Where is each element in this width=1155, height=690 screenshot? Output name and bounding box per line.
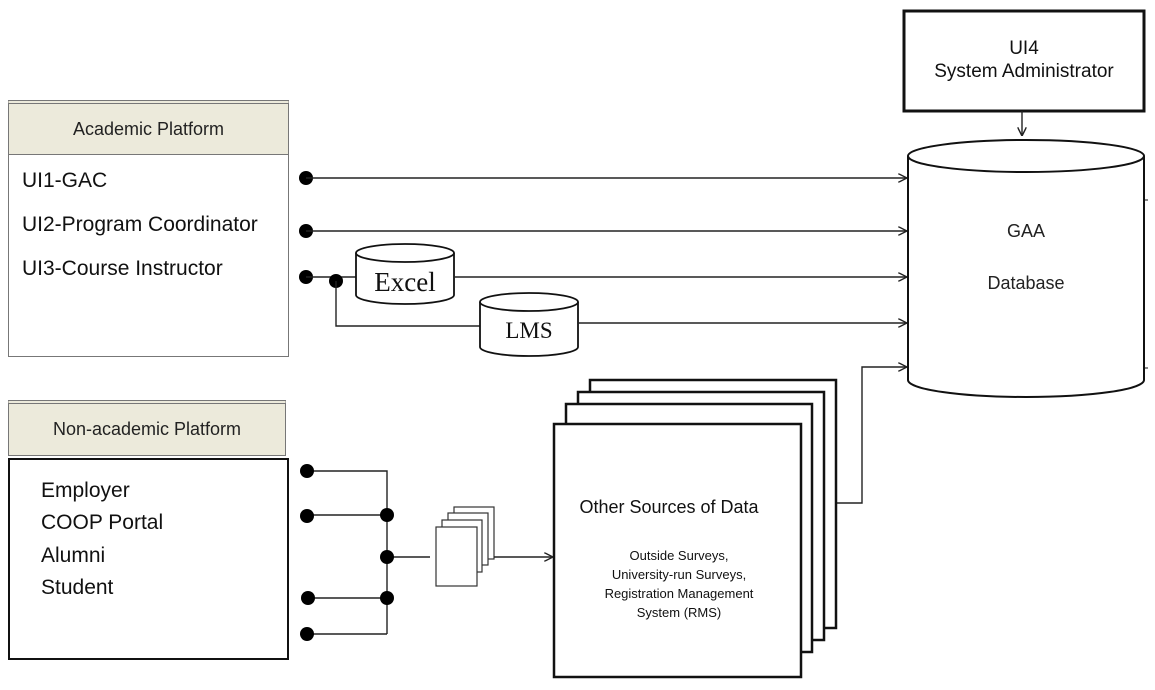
- admin-role-label: System Administrator: [934, 61, 1114, 82]
- other-source-item: System (RMS): [636, 605, 722, 620]
- alumni-label: Alumni: [41, 544, 106, 567]
- coop-junction-dot: [380, 508, 394, 522]
- admin-box: [902, 9, 1146, 113]
- bus-junction-dot: [380, 550, 394, 564]
- ui3-course-instructor-label: UI3-Course Instructor: [22, 257, 223, 280]
- other-sources-title: Other Sources of Data: [579, 497, 759, 517]
- database-cylinder: [907, 139, 1148, 398]
- academic-platform-body: [8, 155, 289, 357]
- other-sources-stack: [552, 378, 838, 679]
- coop-portal-label: COOP Portal: [41, 511, 164, 534]
- other-source-item: Registration Management: [604, 586, 754, 601]
- student-connector-dot: [300, 627, 314, 641]
- alumni-connector-dot: [301, 591, 315, 605]
- other-to-db-arrow: [836, 367, 907, 504]
- student-label: Student: [41, 576, 114, 599]
- non-academic-platform-header: Non-academic Platform: [8, 400, 286, 456]
- admin-ui4-label: UI4: [1009, 38, 1039, 59]
- non-academic-platform-body: [8, 458, 289, 660]
- employer-label: Employer: [41, 479, 130, 502]
- academic-platform-title: Academic Platform: [72, 118, 225, 139]
- lms-label: LMS: [505, 318, 553, 343]
- academic-platform-panel: Academic Platform: [8, 100, 289, 357]
- excel-cylinder: [355, 243, 455, 305]
- non-academic-platform-panel: Non-academic Platform: [8, 400, 289, 660]
- ui3-to-lms-line: [335, 281, 480, 327]
- coop-connector-dot: [300, 509, 314, 523]
- non-academic-bus: [307, 470, 430, 635]
- other-source-item: Outside Surveys,: [629, 548, 729, 563]
- documents-icon: [435, 506, 495, 587]
- ui1-gac-label: UI1-GAC: [22, 169, 108, 192]
- database-type-label: Database: [987, 273, 1065, 293]
- excel-label: Excel: [374, 267, 436, 297]
- ui2-program-coordinator-label: UI2-Program Coordinator: [22, 213, 258, 236]
- alumni-junction-dot: [380, 591, 394, 605]
- other-sources-list: Outside Surveys, University-run Surveys,…: [554, 546, 804, 622]
- non-academic-platform-title: Non-academic Platform: [52, 419, 242, 439]
- employer-connector-dot: [300, 464, 314, 478]
- database-name-label: GAA: [1006, 221, 1045, 241]
- academic-platform-header: Academic Platform: [8, 100, 289, 155]
- other-source-item: University-run Surveys,: [611, 567, 747, 582]
- lms-cylinder: [479, 292, 579, 357]
- admin-label: UI4 System Administrator: [904, 37, 1144, 83]
